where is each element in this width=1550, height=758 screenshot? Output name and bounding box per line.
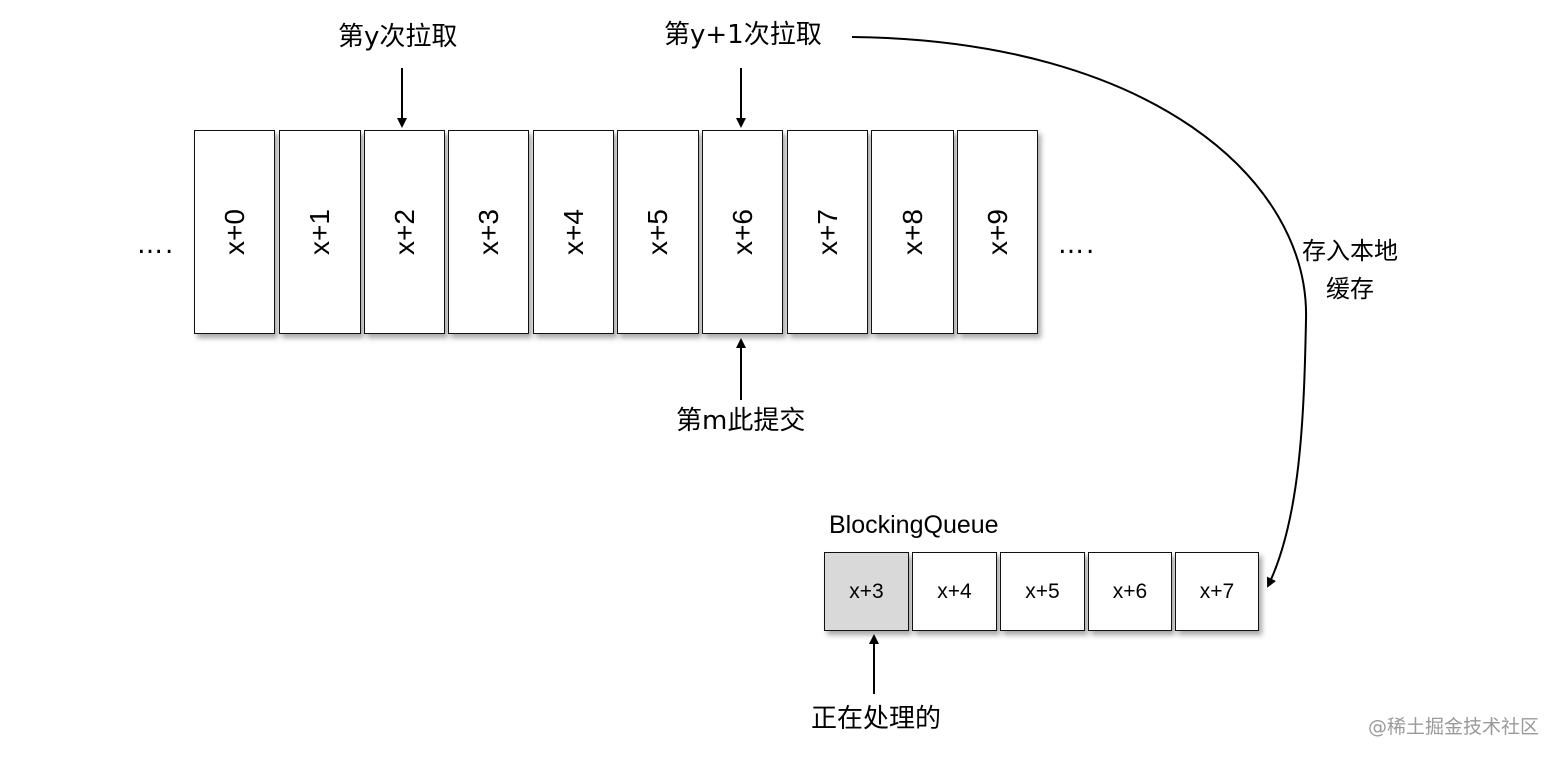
processing-label: 正在处理的 xyxy=(811,704,942,734)
cell-label: x+8 xyxy=(896,209,928,255)
upper-cell: x+2 xyxy=(364,130,445,334)
cell-label: x+2 xyxy=(388,209,420,255)
upper-cell: x+4 xyxy=(533,130,614,334)
cell-label: x+6 xyxy=(726,209,758,255)
cell-label: x+7 xyxy=(811,209,843,255)
cell-label: x+1 xyxy=(304,209,335,255)
cell-label: x+9 xyxy=(981,209,1013,255)
upper-cell: x+3 xyxy=(448,130,529,334)
pull-y-label: 第y次拉取 xyxy=(338,22,458,52)
store-local-cache-line2: 缓存 xyxy=(1326,275,1374,303)
cell-label: x+0 xyxy=(218,209,250,255)
cell-label: x+4 xyxy=(557,209,589,255)
queue-cell: x+4 xyxy=(912,552,997,631)
left-ellipsis: …. xyxy=(137,230,176,260)
store-local-cache-line1: 存入本地 xyxy=(1302,237,1398,265)
cell-label: x+5 xyxy=(642,209,673,255)
watermark: @稀土掘金技术社区 xyxy=(1368,716,1540,738)
queue-title: BlockingQueue xyxy=(829,511,999,539)
pull-y1-label: 第y+1次拉取 xyxy=(664,20,822,50)
upper-cell: x+9 xyxy=(957,130,1038,334)
cell-label: x+3 xyxy=(472,209,504,255)
queue-cell-processing: x+3 xyxy=(824,552,909,631)
store-local-cache-label: 存入本地 缓存 xyxy=(1290,232,1410,308)
queue-cell: x+5 xyxy=(1000,552,1085,631)
upper-cell: x+1 xyxy=(279,130,361,334)
right-ellipsis: …. xyxy=(1058,230,1097,260)
store-cache-curve-arrow xyxy=(851,36,1308,588)
upper-cell: x+8 xyxy=(871,130,954,334)
queue-cell: x+7 xyxy=(1175,552,1259,631)
upper-cell: x+0 xyxy=(194,130,275,334)
upper-cell: x+7 xyxy=(787,130,868,334)
queue-cell: x+6 xyxy=(1088,552,1172,631)
commit-m-label: 第m此提交 xyxy=(676,406,806,436)
upper-cell: x+5 xyxy=(617,130,699,334)
upper-cell: x+6 xyxy=(702,130,783,334)
